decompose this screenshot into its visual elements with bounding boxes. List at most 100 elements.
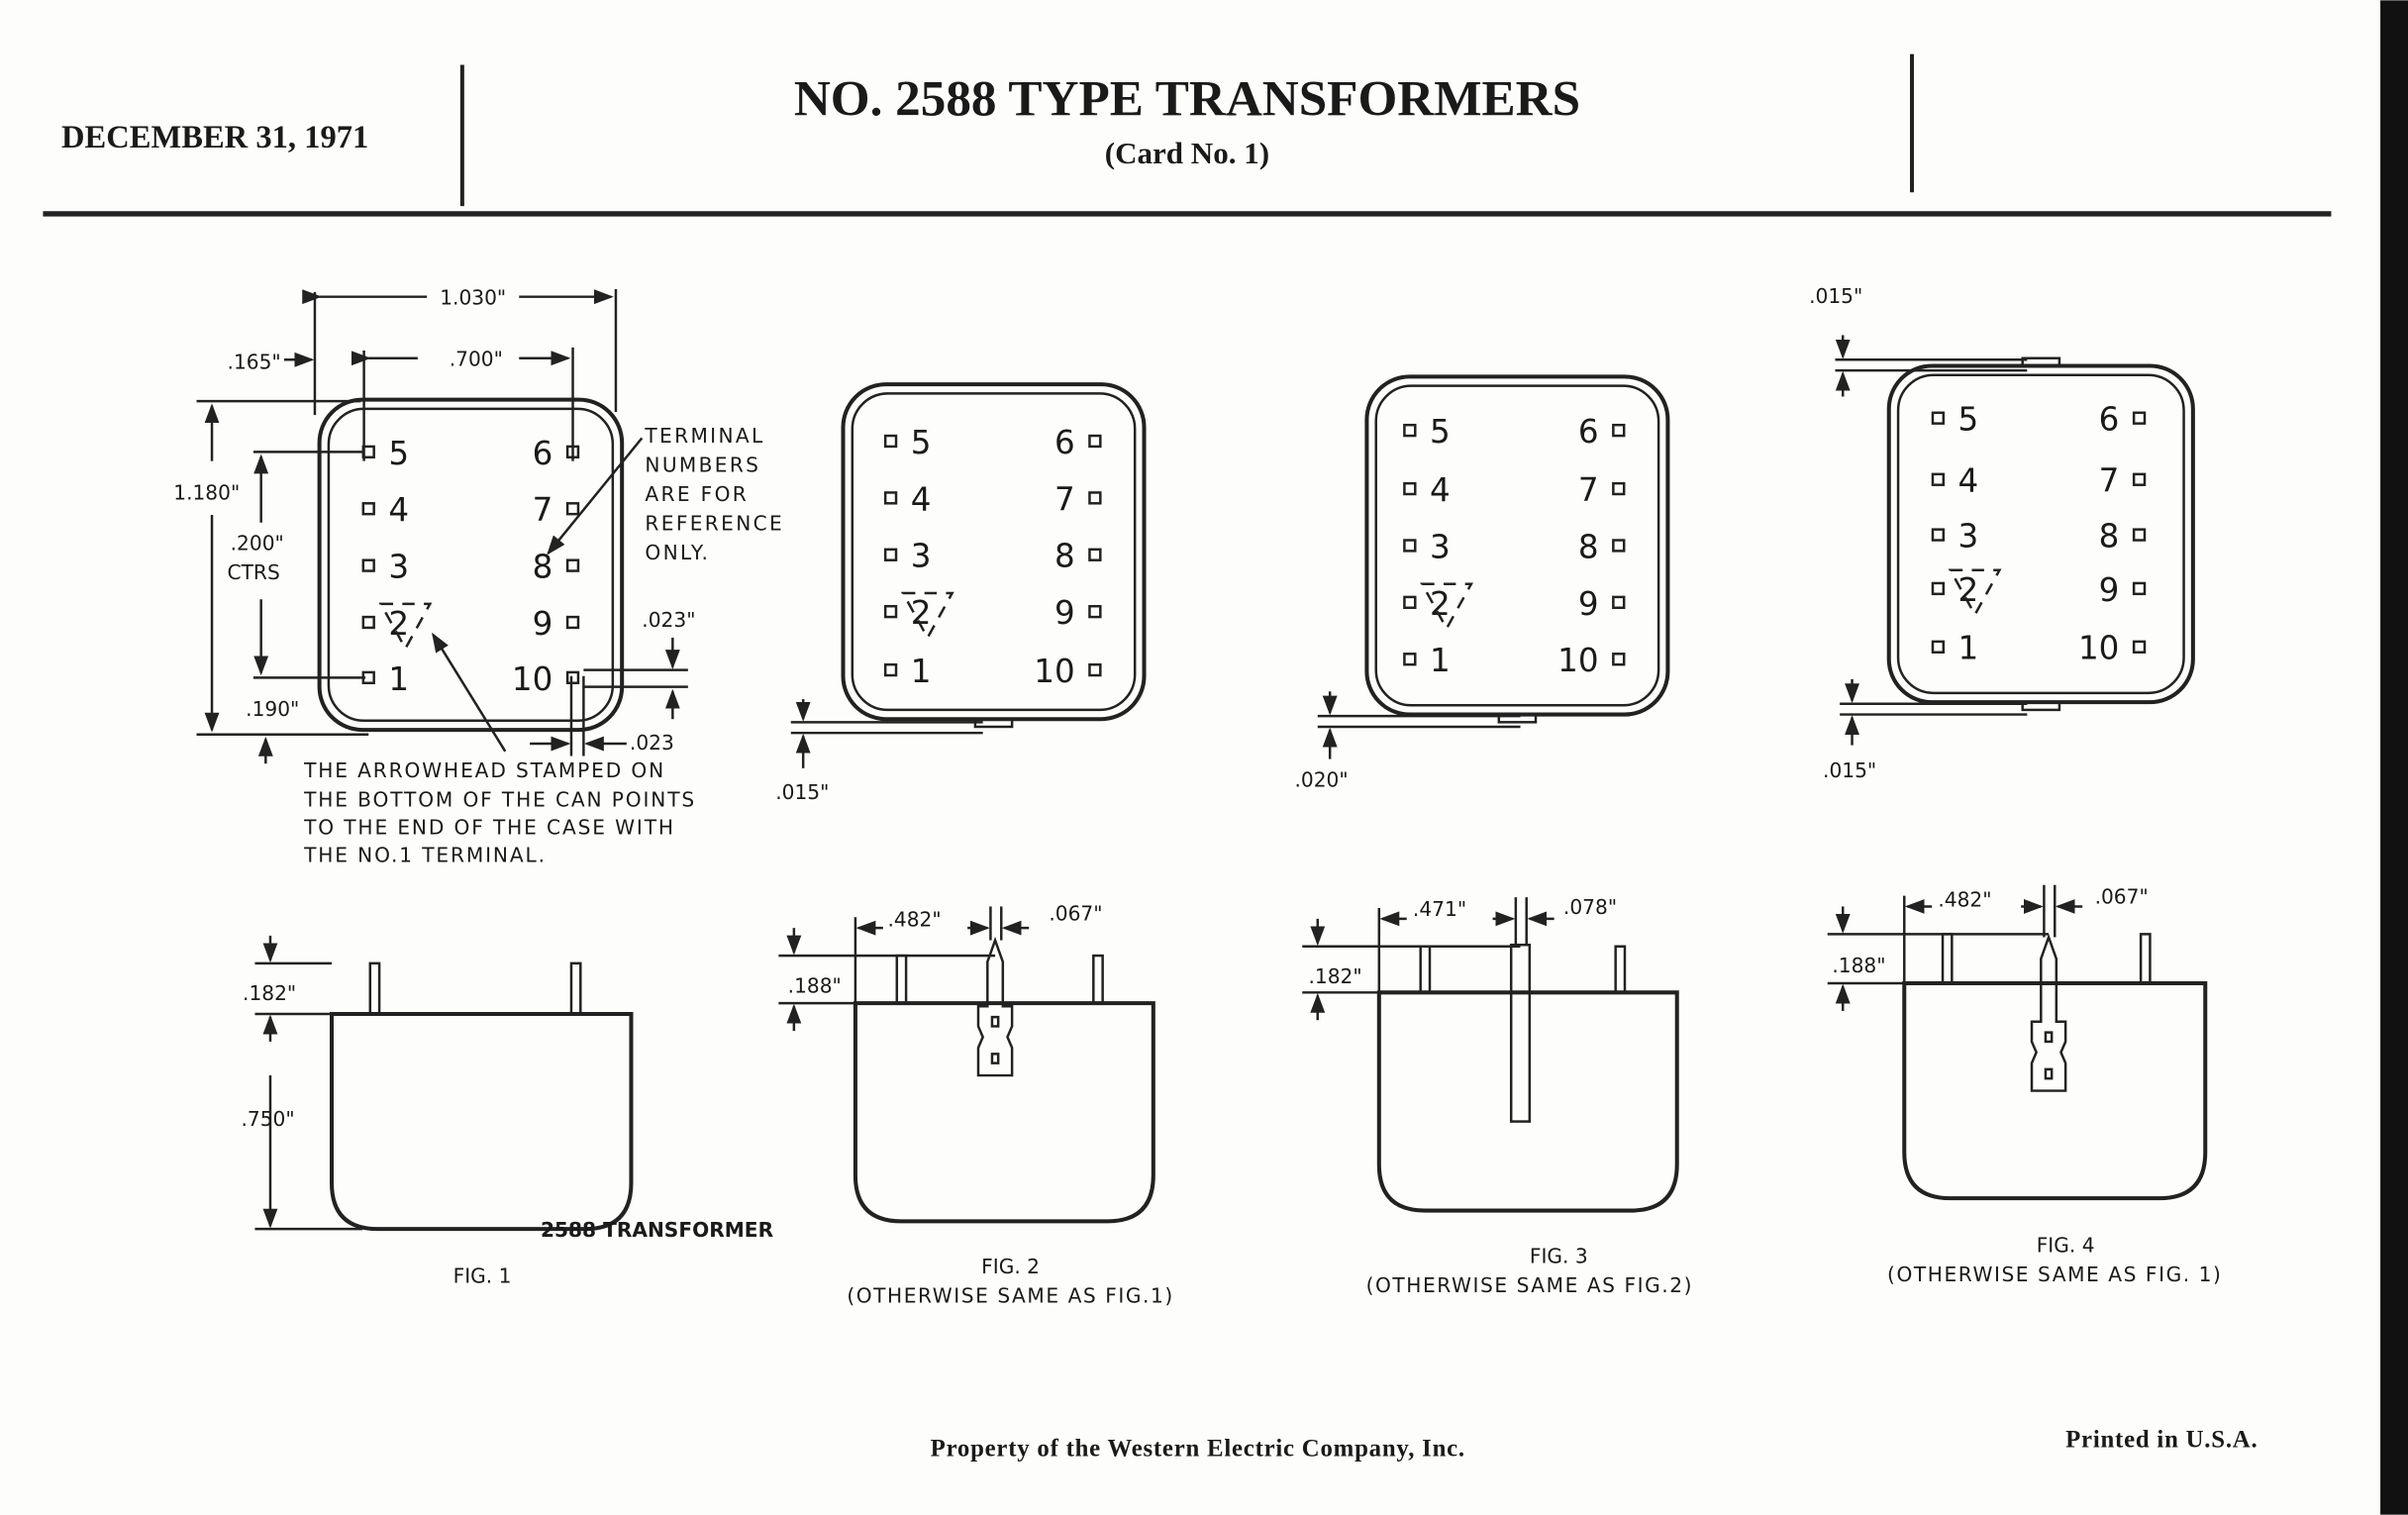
terminal-pad <box>2132 528 2147 542</box>
fig4-gap: .015" <box>1823 758 1876 782</box>
terminal-pin <box>368 961 381 1016</box>
arrowhead-mark <box>900 591 954 641</box>
drawing-label: .182" <box>243 981 296 1005</box>
center-blade <box>1509 943 1532 1123</box>
drawing-label: .067" <box>1049 901 1102 925</box>
terminal-pin <box>1419 945 1432 994</box>
terminal-number: 5 <box>1958 401 1979 439</box>
drawing-label: .182" <box>1308 964 1361 988</box>
terminal-number: 3 <box>1958 518 1979 556</box>
terminal-number: 8 <box>2099 518 2120 556</box>
terminal-pin <box>2139 933 2152 985</box>
terminal-number: 6 <box>1054 424 1075 461</box>
terminal-number: 7 <box>2099 462 2120 500</box>
printed-notice: Printed in U.S.A. <box>2065 1426 2258 1453</box>
terminal-pad <box>883 434 898 449</box>
fig1-side-view <box>254 935 634 1232</box>
drawing-label: TO THE END OF THE CASE WITH <box>303 816 675 840</box>
terminal-pin <box>1092 954 1104 1005</box>
drawing-line <box>990 1053 1000 1064</box>
drawing-line <box>2044 1031 2054 1044</box>
fig2-side-view <box>778 906 1155 1224</box>
terminal-number: 2 <box>388 605 409 643</box>
drawing-label: THE NO.1 TERMINAL. <box>303 843 547 866</box>
pin-stub <box>2021 356 2061 367</box>
terminal-pad <box>883 662 898 677</box>
drawing-label: TERMINAL <box>644 424 764 448</box>
case-body <box>1376 990 1679 1213</box>
drawing-label: .078" <box>1563 895 1617 919</box>
terminal-pad <box>1088 548 1102 561</box>
terminal-pad <box>1088 662 1102 677</box>
case-body <box>1902 980 2208 1201</box>
drawing-label: .471" <box>1413 897 1466 921</box>
drawing-label: .482" <box>1938 887 1991 911</box>
fig4-side-view <box>1827 884 2208 1201</box>
terminal-pad <box>2132 581 2147 596</box>
terminal-pad <box>1088 491 1102 505</box>
drawing-line <box>2044 1067 2054 1080</box>
terminal-number: 1 <box>388 660 409 698</box>
drawing-line <box>327 407 615 723</box>
terminal-pad <box>1612 423 1626 438</box>
drawing-label: THE ARROWHEAD STAMPED ON <box>303 758 665 782</box>
terminal-pad <box>1612 539 1626 553</box>
terminal-number: 10 <box>2078 630 2119 667</box>
drawing-line <box>317 397 625 733</box>
arrowhead-mark <box>1420 582 1473 632</box>
terminal-number: 1 <box>1958 630 1979 667</box>
terminal-pad <box>1612 653 1626 666</box>
fig3-caption: FIG. 3 <box>1530 1244 1588 1267</box>
terminal-pad <box>565 558 580 572</box>
drawing-label: .188" <box>1832 954 1885 977</box>
terminal-number: 8 <box>1578 528 1599 565</box>
drawing-line <box>990 1015 1000 1028</box>
terminal-pad <box>565 615 580 630</box>
terminal-pad <box>1403 423 1417 438</box>
dim-pin-width-2: .023 <box>630 731 674 755</box>
terminal-number: 4 <box>1958 462 1979 500</box>
terminal-number: 9 <box>533 605 553 643</box>
terminal-pin <box>895 954 908 1005</box>
dim-centers-label: CTRS <box>228 560 280 584</box>
terminal-number: 2 <box>1430 585 1451 623</box>
terminal-number: 4 <box>911 480 932 518</box>
fig2-gap: .015" <box>775 780 829 804</box>
dim-pin-width: .023" <box>642 608 695 632</box>
terminal-number: 4 <box>1430 471 1451 509</box>
terminal-number: 8 <box>1054 538 1075 575</box>
drawing-label: .750" <box>242 1107 295 1131</box>
terminal-pad <box>361 558 375 572</box>
terminal-number: 3 <box>1430 528 1451 565</box>
case-body <box>853 1001 1155 1224</box>
terminal-number: 1 <box>1430 642 1451 679</box>
terminal-number: 6 <box>533 435 553 472</box>
terminal-number: 2 <box>911 594 932 632</box>
terminal-pin <box>569 961 582 1016</box>
scan-edge <box>2380 0 2408 1515</box>
terminal-pad <box>1088 434 1102 449</box>
terminal-pad <box>1931 528 1946 542</box>
drawing-line <box>2021 700 2061 712</box>
terminal-number: 2 <box>1958 571 1979 609</box>
arrowhead-note: THE ARROWHEAD STAMPED ON THE BOTTOM OF T… <box>303 758 696 866</box>
terminal-number: 7 <box>533 491 553 529</box>
terminal-pad <box>1612 481 1626 496</box>
terminal-number: 9 <box>2099 571 2120 609</box>
drawing-label: THE BOTTOM OF THE CAN POINTS <box>303 788 696 812</box>
fig2-caption: FIG. 2 <box>981 1255 1040 1278</box>
property-notice: Property of the Western Electric Company… <box>931 1436 1465 1463</box>
drawing-line <box>547 437 644 556</box>
spade-terminal <box>2030 933 2067 1092</box>
terminal-pad <box>2132 472 2147 486</box>
arrowhead-mark <box>1948 568 2002 618</box>
fig1-caption: FIG. 1 <box>453 1263 512 1287</box>
terminal-note: TERMINAL NUMBERS ARE FOR REFERENCE ONLY. <box>644 424 781 564</box>
drawing-line <box>1374 384 1660 707</box>
terminal-pad <box>361 615 375 630</box>
terminal-pad <box>361 502 375 516</box>
